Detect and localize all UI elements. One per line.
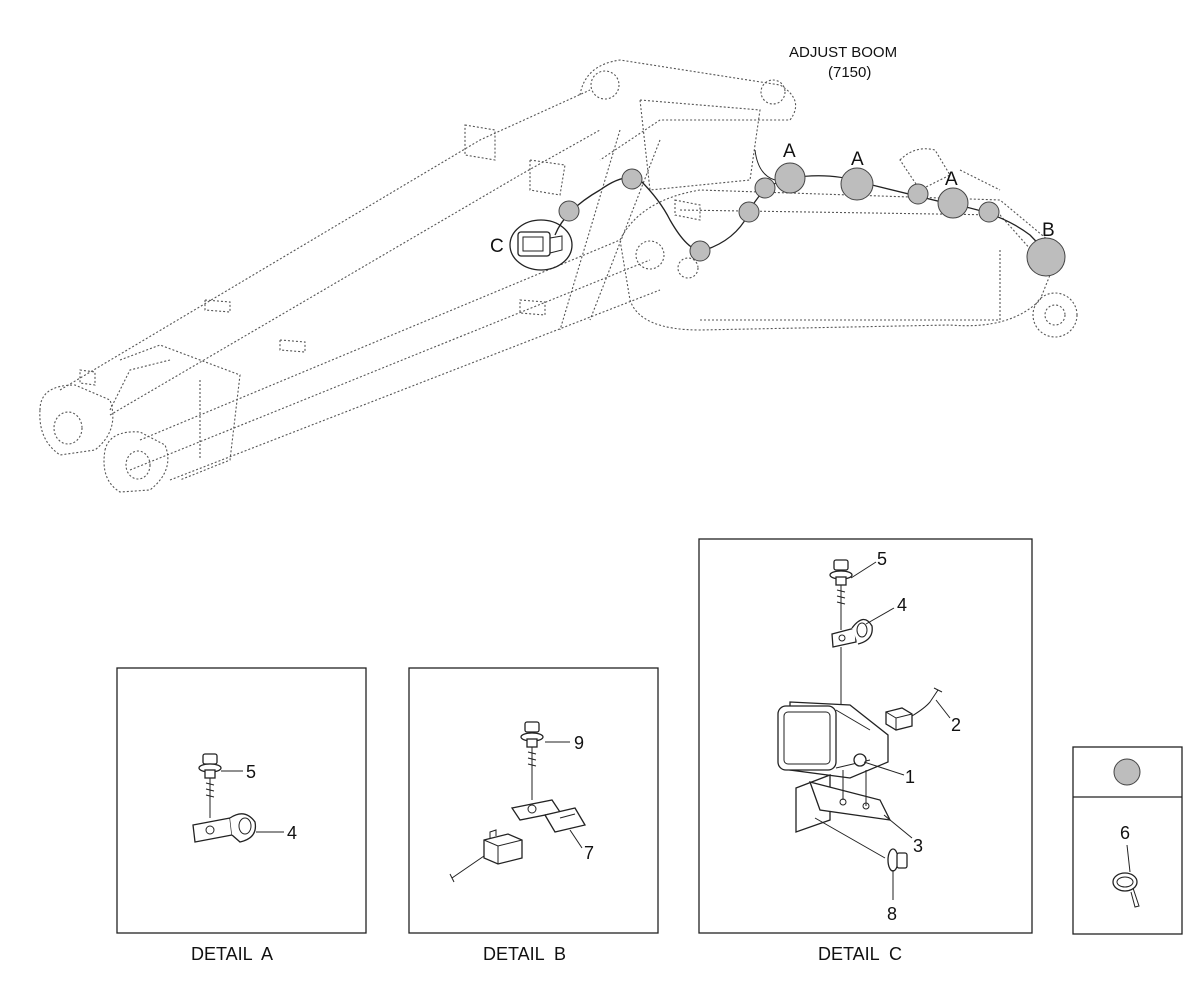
- cable-tie-icon: [1112, 872, 1140, 908]
- clamp-marker: [774, 162, 806, 194]
- marker-a-2: A: [851, 149, 864, 170]
- callout-6: 6: [1120, 823, 1130, 843]
- boom-label-line2: (7150): [828, 64, 871, 81]
- detail-a-panel: 5 4: [116, 667, 367, 934]
- marker-b: B: [1042, 220, 1055, 241]
- clamp-marker: [1026, 237, 1066, 277]
- clamp-marker: [754, 177, 776, 199]
- detail-c-panel: 5 4 2 1 3 8: [698, 538, 1033, 934]
- legend-panel: 6: [1072, 746, 1183, 935]
- clamp-marker: [621, 168, 643, 190]
- callout-9: 9: [574, 733, 584, 753]
- clamp-icon: [831, 618, 873, 648]
- marker-a-3: A: [945, 169, 958, 190]
- legend-frame: [1072, 746, 1183, 935]
- detail-c-frame: [698, 538, 1033, 934]
- clamp-marker-legend: [1113, 758, 1141, 786]
- bolt-icon: [520, 721, 544, 770]
- detail-b-panel: 9 7: [408, 667, 659, 934]
- callout-8: 8: [887, 904, 897, 924]
- detail-a-caption: DETAIL A: [191, 944, 273, 964]
- clamp-markers: [558, 162, 1066, 277]
- callout-7: 7: [584, 843, 594, 863]
- marker-a-1: A: [783, 141, 796, 162]
- bolt-icon: [198, 753, 222, 800]
- boom-label-line1: ADJUST BOOM: [789, 44, 897, 61]
- marker-c: C: [490, 236, 504, 257]
- clamp-icon: [192, 813, 257, 843]
- clamp-marker: [907, 183, 929, 205]
- callout-5: 5: [246, 762, 256, 782]
- bolt-icon: [814, 817, 908, 872]
- callout-5: 5: [877, 549, 887, 569]
- clamp-marker: [840, 167, 874, 201]
- detail-b-frame: [408, 667, 659, 934]
- lamp-marker-c: [509, 219, 573, 271]
- detail-b-caption: DETAIL B: [483, 944, 566, 964]
- clamp-marker: [738, 201, 760, 223]
- callout-3: 3: [913, 836, 923, 856]
- callout-2: 2: [951, 715, 961, 735]
- clamp-marker: [937, 187, 969, 219]
- callout-4: 4: [897, 595, 907, 615]
- detail-a-frame: [116, 667, 367, 934]
- boom-illustration: [39, 59, 1078, 493]
- connector-icon: [885, 707, 913, 731]
- callout-1: 1: [905, 767, 915, 787]
- connector-icon: [483, 829, 523, 865]
- bolt-icon: [829, 559, 853, 608]
- work-lamp-icon: [777, 701, 889, 779]
- callout-4: 4: [287, 823, 297, 843]
- bracket-icon: [510, 799, 587, 833]
- clamp-marker: [558, 200, 580, 222]
- detail-c-caption: DETAIL C: [818, 944, 902, 964]
- clamp-marker: [689, 240, 711, 262]
- clamp-marker: [978, 201, 1000, 223]
